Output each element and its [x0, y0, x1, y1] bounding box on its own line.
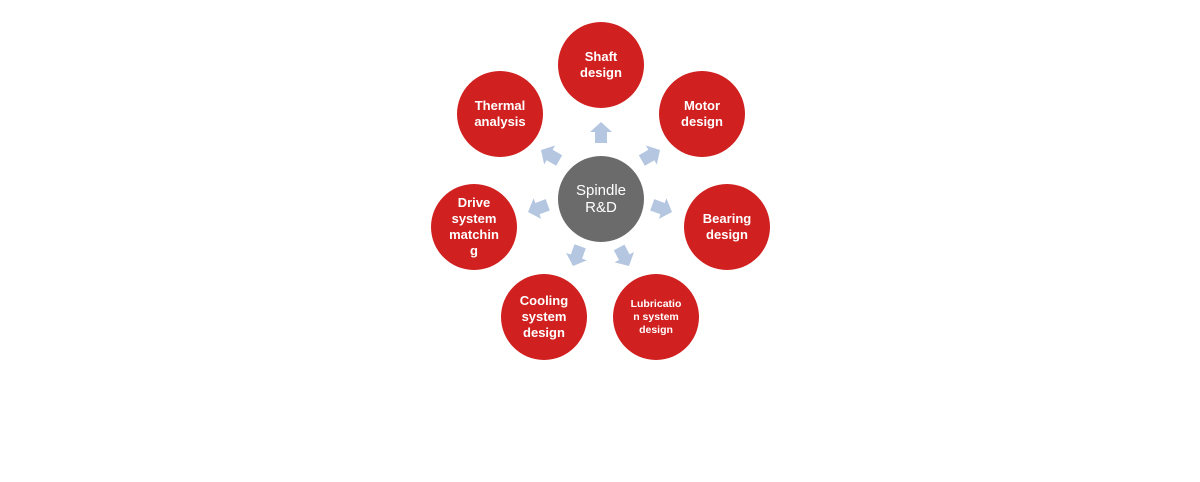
- node-label: Thermal analysis: [474, 98, 526, 129]
- arrow-shape: [638, 145, 660, 166]
- node-thermal-analysis: Thermal analysis: [457, 71, 543, 157]
- arrow-shape: [541, 145, 563, 166]
- node-label: Bearing design: [702, 211, 752, 242]
- node-label: Shaft design: [580, 49, 622, 80]
- node-cooling-system-design: Cooling system design: [501, 274, 587, 360]
- node-drive-system-matching: Drive system matchin g: [431, 184, 517, 270]
- node-shaft-design: Shaft design: [558, 22, 644, 108]
- arrow-to-drive: [528, 198, 550, 219]
- node-label: Motor design: [681, 98, 723, 129]
- center-node-label: Spindle R&D: [575, 182, 627, 216]
- arrow-to-cooling: [566, 244, 587, 266]
- arrow-to-bearing: [650, 198, 672, 219]
- arrow-to-lubrication: [613, 244, 635, 266]
- node-label: Cooling system design: [519, 293, 569, 340]
- arrow-to-shaft: [590, 122, 612, 143]
- node-label: Drive system matchin g: [449, 195, 499, 258]
- node-motor-design: Motor design: [659, 71, 745, 157]
- arrow-shape: [566, 244, 587, 266]
- arrow-shape: [650, 198, 672, 219]
- arrow-shape: [528, 198, 550, 219]
- arrow-shape: [613, 244, 635, 266]
- node-bearing-design: Bearing design: [684, 184, 770, 270]
- node-lubrication-system-design: Lubricatio n system design: [613, 274, 699, 360]
- arrow-shape: [590, 122, 612, 143]
- arrow-to-motor: [638, 145, 660, 166]
- arrow-to-thermal: [541, 145, 563, 166]
- center-node-spindle-rd: Spindle R&D: [558, 156, 644, 242]
- node-label: Lubricatio n system design: [630, 297, 682, 336]
